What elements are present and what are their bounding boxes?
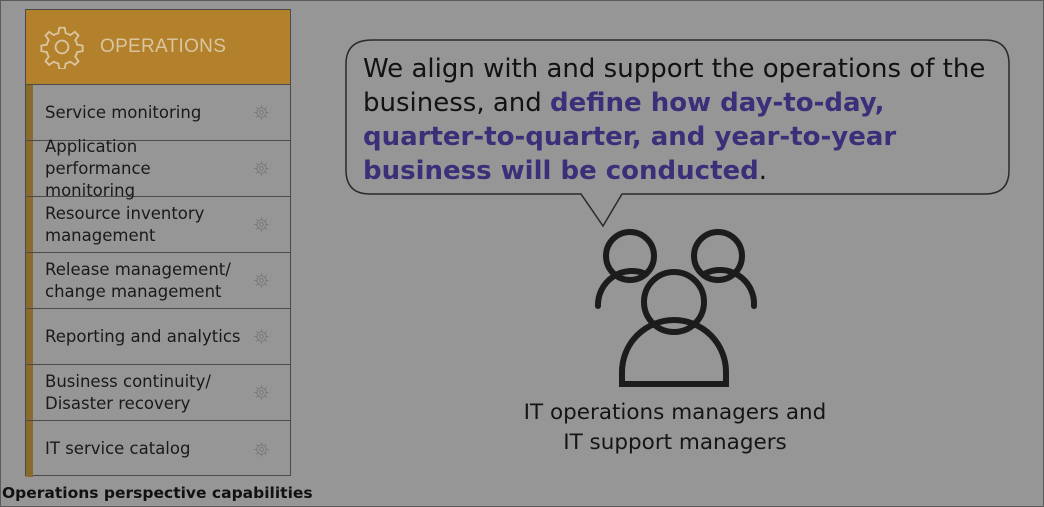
gear-icon [254,273,269,288]
bubble-text-plain: We align with and support the operations… [363,54,986,118]
capability-item: Reporting and analytics [26,309,290,365]
gear-icon [254,217,269,232]
capability-item: Service monitoring [26,85,290,141]
users-group-icon [594,229,758,387]
capability-item: Release management/ change management [26,253,290,309]
bubble-text-highlight: define how day-to-day, quarter-to-quarte… [363,88,897,186]
capability-item: Resource inventory management [26,197,290,253]
capability-label: Application performance monitoring [45,136,151,200]
gear-icon [40,26,84,69]
panel-title: OPERATIONS [100,36,227,57]
gear-icon [254,161,269,176]
capability-label: Reporting and analytics [45,326,241,346]
people-caption: IT operations managers and IT support ma… [523,400,827,455]
bubble-text-end: . [758,156,768,186]
capability-item: IT service catalog [26,421,290,477]
capability-label: Resource inventory management [45,203,205,245]
gear-icon [254,385,269,400]
capability-label: Release management/ change management [45,259,231,301]
capability-item: Application performance monitoring [26,137,290,200]
gear-icon [254,441,269,457]
panel-caption: Operations perspective capabilities [2,484,313,502]
capability-label: IT service catalog [45,439,191,458]
capability-label: Business continuity/ Disaster recovery [45,371,211,413]
gear-icon [254,105,269,120]
bubble-text: We align with and support the operations… [363,52,1003,188]
operations-capabilities-panel: OPERATIONS Service monitoring Applicatio… [25,9,291,477]
capability-label: Service monitoring [45,102,202,122]
capability-item: Business continuity/ Disaster recovery [26,365,290,421]
capability-list: Service monitoring Application performan… [26,85,290,477]
panel-header: OPERATIONS [26,10,290,85]
gear-icon [254,329,269,344]
